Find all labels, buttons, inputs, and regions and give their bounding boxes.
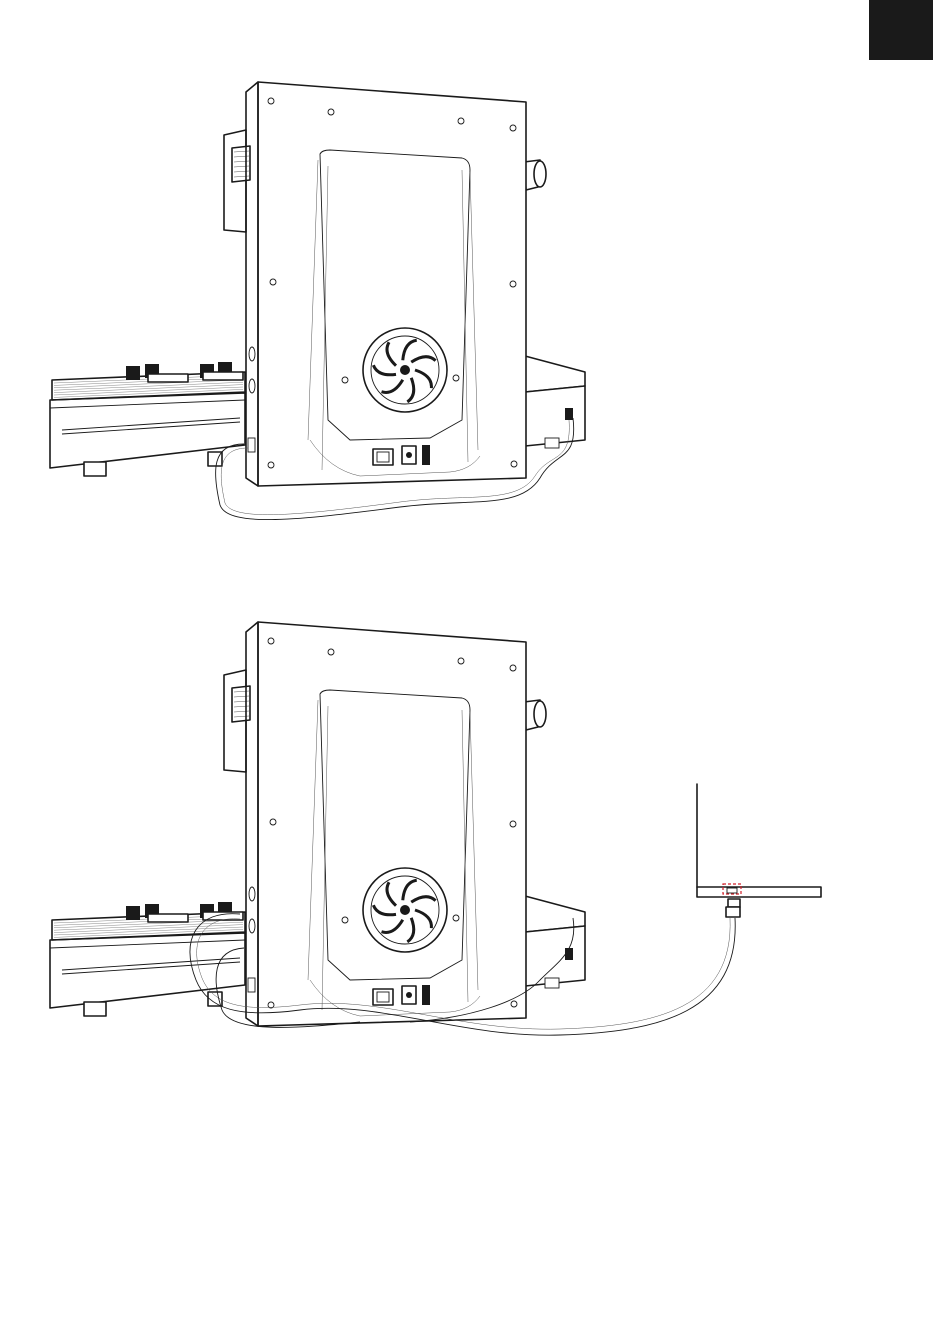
screw [510, 665, 516, 671]
screw [342, 917, 348, 923]
screw [510, 125, 516, 131]
laptop-icon [697, 784, 821, 917]
screw [270, 819, 276, 825]
screw [453, 375, 459, 381]
screw [511, 461, 517, 467]
fan-icon [363, 328, 447, 412]
figure-2 [0, 540, 933, 1080]
screw [342, 377, 348, 383]
screw [328, 649, 334, 655]
screw [458, 658, 464, 664]
machine-assembly [50, 82, 585, 486]
screw [268, 638, 274, 644]
screw [458, 118, 464, 124]
machine-assembly [50, 622, 585, 1026]
screw [270, 279, 276, 285]
screw [268, 98, 274, 104]
usb-port [422, 445, 430, 465]
usb-port [422, 985, 430, 1005]
screw [453, 915, 459, 921]
screw [511, 1001, 517, 1007]
fan-icon [363, 868, 447, 952]
screw [510, 281, 516, 287]
screw [510, 821, 516, 827]
screw [268, 462, 274, 468]
unit-enclosure [246, 82, 526, 486]
usb-connector [248, 438, 255, 452]
unit-enclosure [246, 622, 526, 1026]
figure-1 [0, 0, 933, 540]
usb-connector [248, 978, 255, 992]
screw [328, 109, 334, 115]
